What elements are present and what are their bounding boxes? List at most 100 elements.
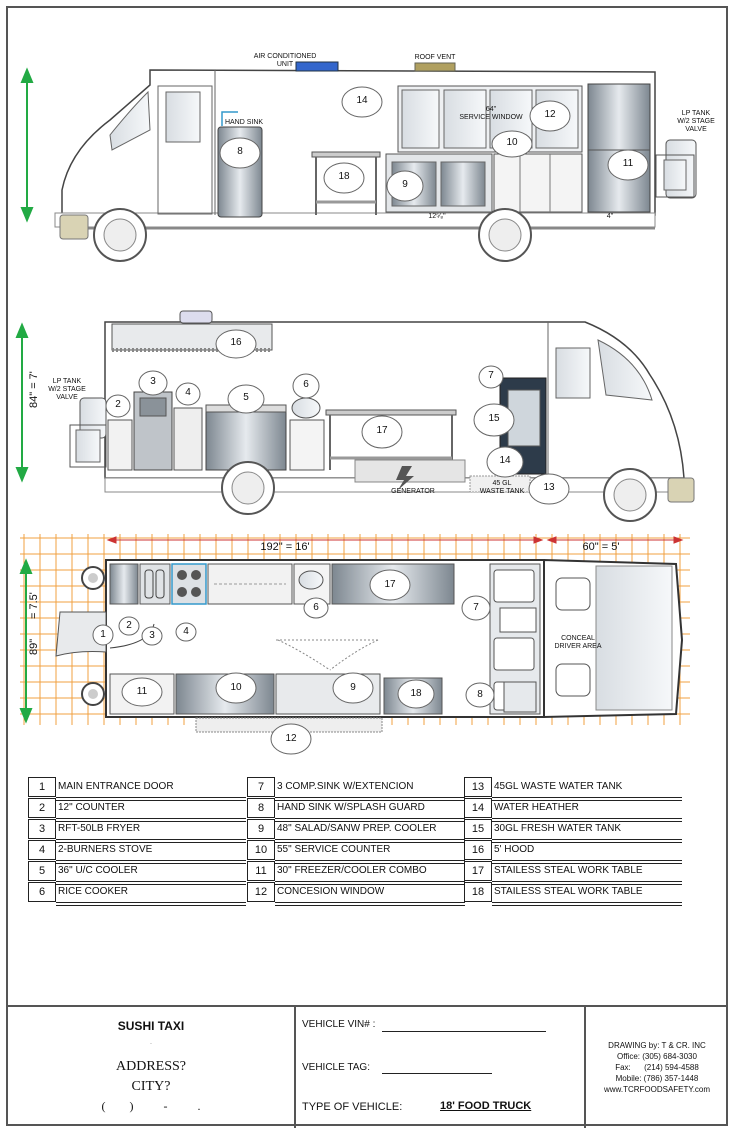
legend-underline	[275, 839, 465, 840]
legend-label: 55" SERVICE COUNTER	[277, 844, 391, 855]
plan-callout-8: 8	[477, 689, 483, 700]
drawing-sheet	[6, 6, 728, 1126]
legend-number: 3	[28, 819, 56, 839]
plan-callout-10: 10	[230, 682, 242, 693]
front-wheel-1	[93, 208, 147, 262]
legend-underline-2	[492, 842, 682, 843]
callout-5: 5	[243, 392, 249, 403]
fax-phone: Fax: (214) 594-4588	[615, 1063, 699, 1072]
vin-label: VEHICLE VIN# :	[302, 1019, 376, 1030]
legend-underline	[492, 902, 682, 903]
title-cell-contact: DRAWING by: T & CR. INC Office: (305) 68…	[586, 1007, 728, 1128]
service-window-label: 64" SERVICE WINDOW	[459, 106, 523, 121]
legend-underline	[56, 839, 246, 840]
legend-underline	[56, 902, 246, 903]
callout-7: 7	[488, 370, 494, 381]
callout-16: 16	[230, 337, 242, 348]
callout-8: 8	[237, 146, 243, 157]
generator-label: GENERATOR	[391, 488, 435, 495]
legend-underline	[492, 797, 682, 798]
legend-underline	[275, 881, 465, 882]
plan-callout-12: 12	[285, 733, 297, 744]
legend-number: 9	[247, 819, 275, 839]
legend-label: HAND SINK W/SPLASH GUARD	[277, 802, 425, 813]
vin-line	[382, 1031, 546, 1032]
plan-callout-3: 3	[149, 630, 155, 641]
height-arrow-2	[15, 322, 29, 483]
plan-callout-18: 18	[410, 688, 422, 699]
callout-18: 18	[338, 171, 350, 182]
legend-underline-2	[275, 905, 465, 906]
legend-label: 3 COMP.SINK W/EXTENCION	[277, 781, 414, 792]
legend-number: 10	[247, 840, 275, 860]
legend-label: STAILESS STEAL WORK TABLE	[494, 886, 643, 897]
legend-label: WATER HEATHER	[494, 802, 579, 813]
callout-17: 17	[376, 425, 388, 436]
legend-underline-2	[492, 863, 682, 864]
legend-underline	[56, 860, 246, 861]
plan-callout-17: 17	[384, 579, 396, 590]
legend-underline-2	[275, 884, 465, 885]
business-name: SUSHI TAXI	[117, 1019, 185, 1033]
driver-area-label: CONCEAL DRIVER AREA	[554, 635, 602, 650]
legend-label: RFT-50LB FRYER	[58, 823, 141, 834]
vehicle-type-value: 18' FOOD TRUCK	[440, 1100, 532, 1112]
legend-underline-2	[56, 905, 246, 906]
plan-view	[19, 534, 690, 755]
dim-4in: 4"	[606, 213, 614, 220]
plan-callout-2: 2	[126, 620, 132, 631]
callout-14: 14	[356, 95, 368, 106]
dim-12-5-8: 12⁵⁄₈"	[428, 213, 446, 220]
legend-underline	[492, 881, 682, 882]
legend-underline-2	[492, 884, 682, 885]
ac-unit-label: AIR CONDITIONED UNIT	[253, 53, 317, 68]
title-dot: .	[149, 1037, 153, 1046]
front-wheel-2	[603, 468, 657, 522]
legend-underline-2	[56, 842, 246, 843]
vehicle-type-label: TYPE OF VEHICLE:	[302, 1101, 403, 1113]
legend-number: 18	[464, 882, 492, 902]
width-7-5ft-label: = 7.5'	[28, 592, 40, 620]
legend-underline	[275, 797, 465, 798]
tag-line	[382, 1073, 492, 1074]
legend-underline-2	[492, 821, 682, 822]
callout-4: 4	[185, 387, 191, 398]
height-arrow-1	[20, 67, 34, 223]
legend-label: CONCESION WINDOW	[277, 886, 385, 897]
website: www.TCRFOODSAFETY.com	[603, 1085, 711, 1094]
plan-callout-1: 1	[100, 629, 106, 640]
callout-10: 10	[506, 137, 518, 148]
legend-label: 30" FREEZER/COOLER COMBO	[277, 865, 427, 876]
legend-number: 5	[28, 861, 56, 881]
legend-number: 17	[464, 861, 492, 881]
legend-underline-2	[56, 821, 246, 822]
legend-number: 12	[247, 882, 275, 902]
legend-underline-2	[275, 821, 465, 822]
legend-underline	[492, 839, 682, 840]
legend-number: 2	[28, 798, 56, 818]
cab-60in-label: 60" = 5'	[582, 541, 620, 553]
callout-11: 11	[622, 158, 634, 169]
plan-callout-9: 9	[350, 682, 356, 693]
lp-tank-label-1: LP TANK W/2 STAGE VALVE	[677, 110, 715, 133]
rear-wheel-1	[478, 208, 532, 262]
mobile-phone: Mobile: (786) 357-1448	[615, 1074, 699, 1083]
legend-underline-2	[275, 842, 465, 843]
phone-label: ( ) - .	[101, 1099, 201, 1113]
legend-underline-2	[275, 863, 465, 864]
plan-callout-6: 6	[313, 602, 319, 613]
callout-2: 2	[115, 399, 121, 410]
legend-number: 4	[28, 840, 56, 860]
